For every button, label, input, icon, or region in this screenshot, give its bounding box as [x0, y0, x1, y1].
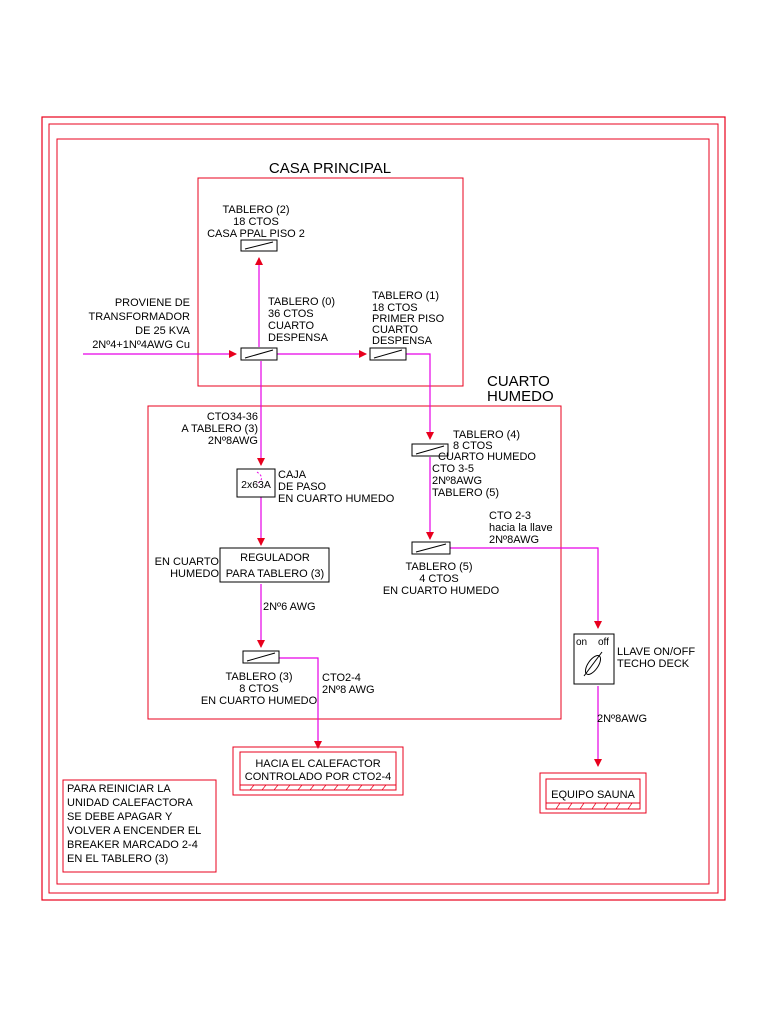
- tablero-3-symbol: [242, 650, 280, 664]
- svg-text:18 CTOS: 18 CTOS: [372, 302, 418, 314]
- casa-principal-title: CASA PRINCIPAL: [269, 160, 391, 177]
- tablero-3-label: TABLERO (3) 8 CTOS EN CUARTO HUMEDO: [201, 671, 318, 707]
- svg-text:CTO 2-3: CTO 2-3: [489, 510, 531, 522]
- svg-text:TABLERO (0): TABLERO (0): [268, 296, 335, 308]
- svg-text:TABLERO (1): TABLERO (1): [372, 290, 439, 302]
- svg-text:PARA REINICIAR LA: PARA REINICIAR LA: [67, 783, 171, 795]
- svg-text:CONTROLADO POR CTO2-4: CONTROLADO POR CTO2-4: [245, 771, 392, 783]
- svg-text:CUARTO: CUARTO: [268, 320, 314, 332]
- tablero-5-label: TABLERO (5) 4 CTOS EN CUARTO HUMEDO: [383, 561, 500, 597]
- svg-text:CAJA: CAJA: [278, 469, 307, 481]
- svg-text:HACIA EL CALEFACTOR: HACIA EL CALEFACTOR: [255, 758, 380, 770]
- drawing-frame: [41, 116, 726, 901]
- tablero-2-label: TABLERO (2) 18 CTOS CASA PPAL PISO 2: [207, 204, 305, 240]
- switch-off-label: off: [598, 637, 609, 648]
- svg-text:EQUIPO SAUNA: EQUIPO SAUNA: [551, 789, 635, 801]
- svg-text:36 CTOS: 36 CTOS: [268, 308, 314, 320]
- svg-text:TABLERO (4): TABLERO (4): [453, 429, 520, 441]
- svg-text:HUMEDO: HUMEDO: [487, 388, 554, 405]
- svg-text:CTO2-4: CTO2-4: [322, 672, 361, 684]
- tablero-1-label: TABLERO (1) 18 CTOS PRIMER PISO CUARTO D…: [372, 290, 445, 347]
- svg-text:4 CTOS: 4 CTOS: [419, 573, 459, 585]
- cuarto-humedo-title: CUARTO HUMEDO: [487, 373, 554, 405]
- switch-on-label: on: [576, 637, 587, 648]
- tablero-5-symbol: [411, 541, 451, 555]
- svg-text:TRANSFORMADOR: TRANSFORMADOR: [89, 311, 191, 323]
- regulator-box: REGULADOR PARA TABLERO (3): [219, 547, 330, 583]
- svg-text:2Nº8AWG: 2Nº8AWG: [208, 435, 258, 447]
- svg-text:CUARTO HUMEDO: CUARTO HUMEDO: [438, 451, 536, 463]
- svg-text:TABLERO (5): TABLERO (5): [405, 561, 472, 573]
- wiring: [83, 257, 602, 767]
- svg-text:DE PASO: DE PASO: [278, 481, 327, 493]
- svg-text:CASA PPAL PISO 2: CASA PPAL PISO 2: [207, 228, 305, 240]
- svg-text:TABLERO (2): TABLERO (2): [222, 204, 289, 216]
- svg-text:EN CUARTO HUMEDO: EN CUARTO HUMEDO: [278, 493, 395, 505]
- svg-text:PARA TABLERO (3): PARA TABLERO (3): [226, 568, 324, 580]
- svg-text:EN CUARTO: EN CUARTO: [155, 556, 220, 568]
- tablero-0-symbol: [240, 347, 278, 361]
- svg-text:2Nº4+1Nº4AWG Cu: 2Nº4+1Nº4AWG Cu: [92, 339, 190, 351]
- svg-text:CTO34-36: CTO34-36: [207, 411, 258, 423]
- svg-text:EN CUARTO HUMEDO: EN CUARTO HUMEDO: [201, 695, 318, 707]
- reset-note: PARA REINICIAR LA UNIDAD CALEFACTORA SE …: [62, 779, 217, 873]
- svg-text:EN CUARTO HUMEDO: EN CUARTO HUMEDO: [383, 585, 500, 597]
- svg-text:BREAKER MARCADO 2-4: BREAKER MARCADO 2-4: [67, 839, 198, 851]
- svg-text:REGULADOR: REGULADOR: [240, 552, 310, 564]
- cuarto-humedo-area: [147, 405, 562, 720]
- svg-text:PRIMER PISO: PRIMER PISO: [372, 313, 445, 325]
- feeder-cto2-4-label: CTO2-4 2Nº8 AWG: [322, 672, 375, 696]
- svg-text:2Nº8AWG: 2Nº8AWG: [489, 534, 539, 546]
- svg-text:2Nº8 AWG: 2Nº8 AWG: [322, 684, 375, 696]
- svg-text:TABLERO (5): TABLERO (5): [432, 487, 499, 499]
- feeder-cto3-5-label: CTO 3-5 2Nº8AWG TABLERO (5): [432, 463, 499, 499]
- svg-text:UNIDAD CALEFACTORA: UNIDAD CALEFACTORA: [67, 797, 193, 809]
- svg-text:EN EL TABLERO (3): EN EL TABLERO (3): [67, 853, 168, 865]
- svg-text:hacia la llave: hacia la llave: [489, 522, 553, 534]
- tablero-2-symbol: [240, 239, 278, 252]
- sauna-load: EQUIPO SAUNA: [539, 772, 647, 814]
- svg-text:PROVIENE DE: PROVIENE DE: [115, 297, 190, 309]
- svg-text:CUARTO: CUARTO: [372, 324, 418, 336]
- feeder-awg6-label: 2Nº6 AWG: [263, 601, 316, 613]
- svg-text:LLAVE ON/OFF: LLAVE ON/OFF: [617, 646, 695, 658]
- source-label: PROVIENE DE TRANSFORMADOR DE 25 KVA 2Nº4…: [89, 297, 191, 351]
- tablero-4-label: TABLERO (4) 8 CTOS CUARTO HUMEDO: [438, 429, 536, 463]
- llave-switch: on off: [573, 633, 615, 685]
- heater-load: HACIA EL CALEFACTOR CONTROLADO POR CTO2-…: [232, 746, 404, 796]
- svg-text:CTO 3-5: CTO 3-5: [432, 463, 474, 475]
- junction-box: 2x63A: [236, 468, 276, 498]
- regulator-location-label: EN CUARTO HUMEDO: [155, 556, 220, 580]
- tablero-4-symbol: [411, 443, 449, 457]
- svg-text:SE DEBE APAGAR Y: SE DEBE APAGAR Y: [67, 811, 173, 823]
- svg-text:HUMEDO: HUMEDO: [170, 568, 219, 580]
- feeder-cto2-3-label: CTO 2-3 hacia la llave 2Nº8AWG: [489, 510, 553, 546]
- svg-text:CUARTO: CUARTO: [487, 373, 550, 390]
- svg-text:TECHO DECK: TECHO DECK: [617, 658, 690, 670]
- svg-text:VOLVER A ENCENDER EL: VOLVER A ENCENDER EL: [67, 825, 201, 837]
- feeder-cto34-36-label: CTO34-36 A TABLERO (3) 2Nº8AWG: [181, 411, 258, 447]
- tablero-0-label: TABLERO (0) 36 CTOS CUARTO DESPENSA: [268, 296, 335, 344]
- svg-text:18 CTOS: 18 CTOS: [233, 216, 279, 228]
- feeder-sauna-label: 2Nº8AWG: [597, 713, 647, 725]
- svg-text:TABLERO (3): TABLERO (3): [225, 671, 292, 683]
- svg-text:2Nº8AWG: 2Nº8AWG: [432, 475, 482, 487]
- switch-label: LLAVE ON/OFF TECHO DECK: [617, 646, 695, 670]
- tablero-1-symbol: [369, 347, 407, 361]
- svg-text:DESPENSA: DESPENSA: [268, 332, 329, 344]
- svg-text:DE 25 KVA: DE 25 KVA: [135, 325, 190, 337]
- svg-text:DESPENSA: DESPENSA: [372, 335, 433, 347]
- junction-box-rating: 2x63A: [241, 479, 271, 491]
- svg-text:8 CTOS: 8 CTOS: [239, 683, 279, 695]
- junction-box-label: CAJA DE PASO EN CUARTO HUMEDO: [278, 469, 395, 505]
- svg-text:8 CTOS: 8 CTOS: [453, 440, 493, 452]
- svg-text:A TABLERO (3): A TABLERO (3): [181, 423, 258, 435]
- casa-principal-area: [197, 177, 464, 387]
